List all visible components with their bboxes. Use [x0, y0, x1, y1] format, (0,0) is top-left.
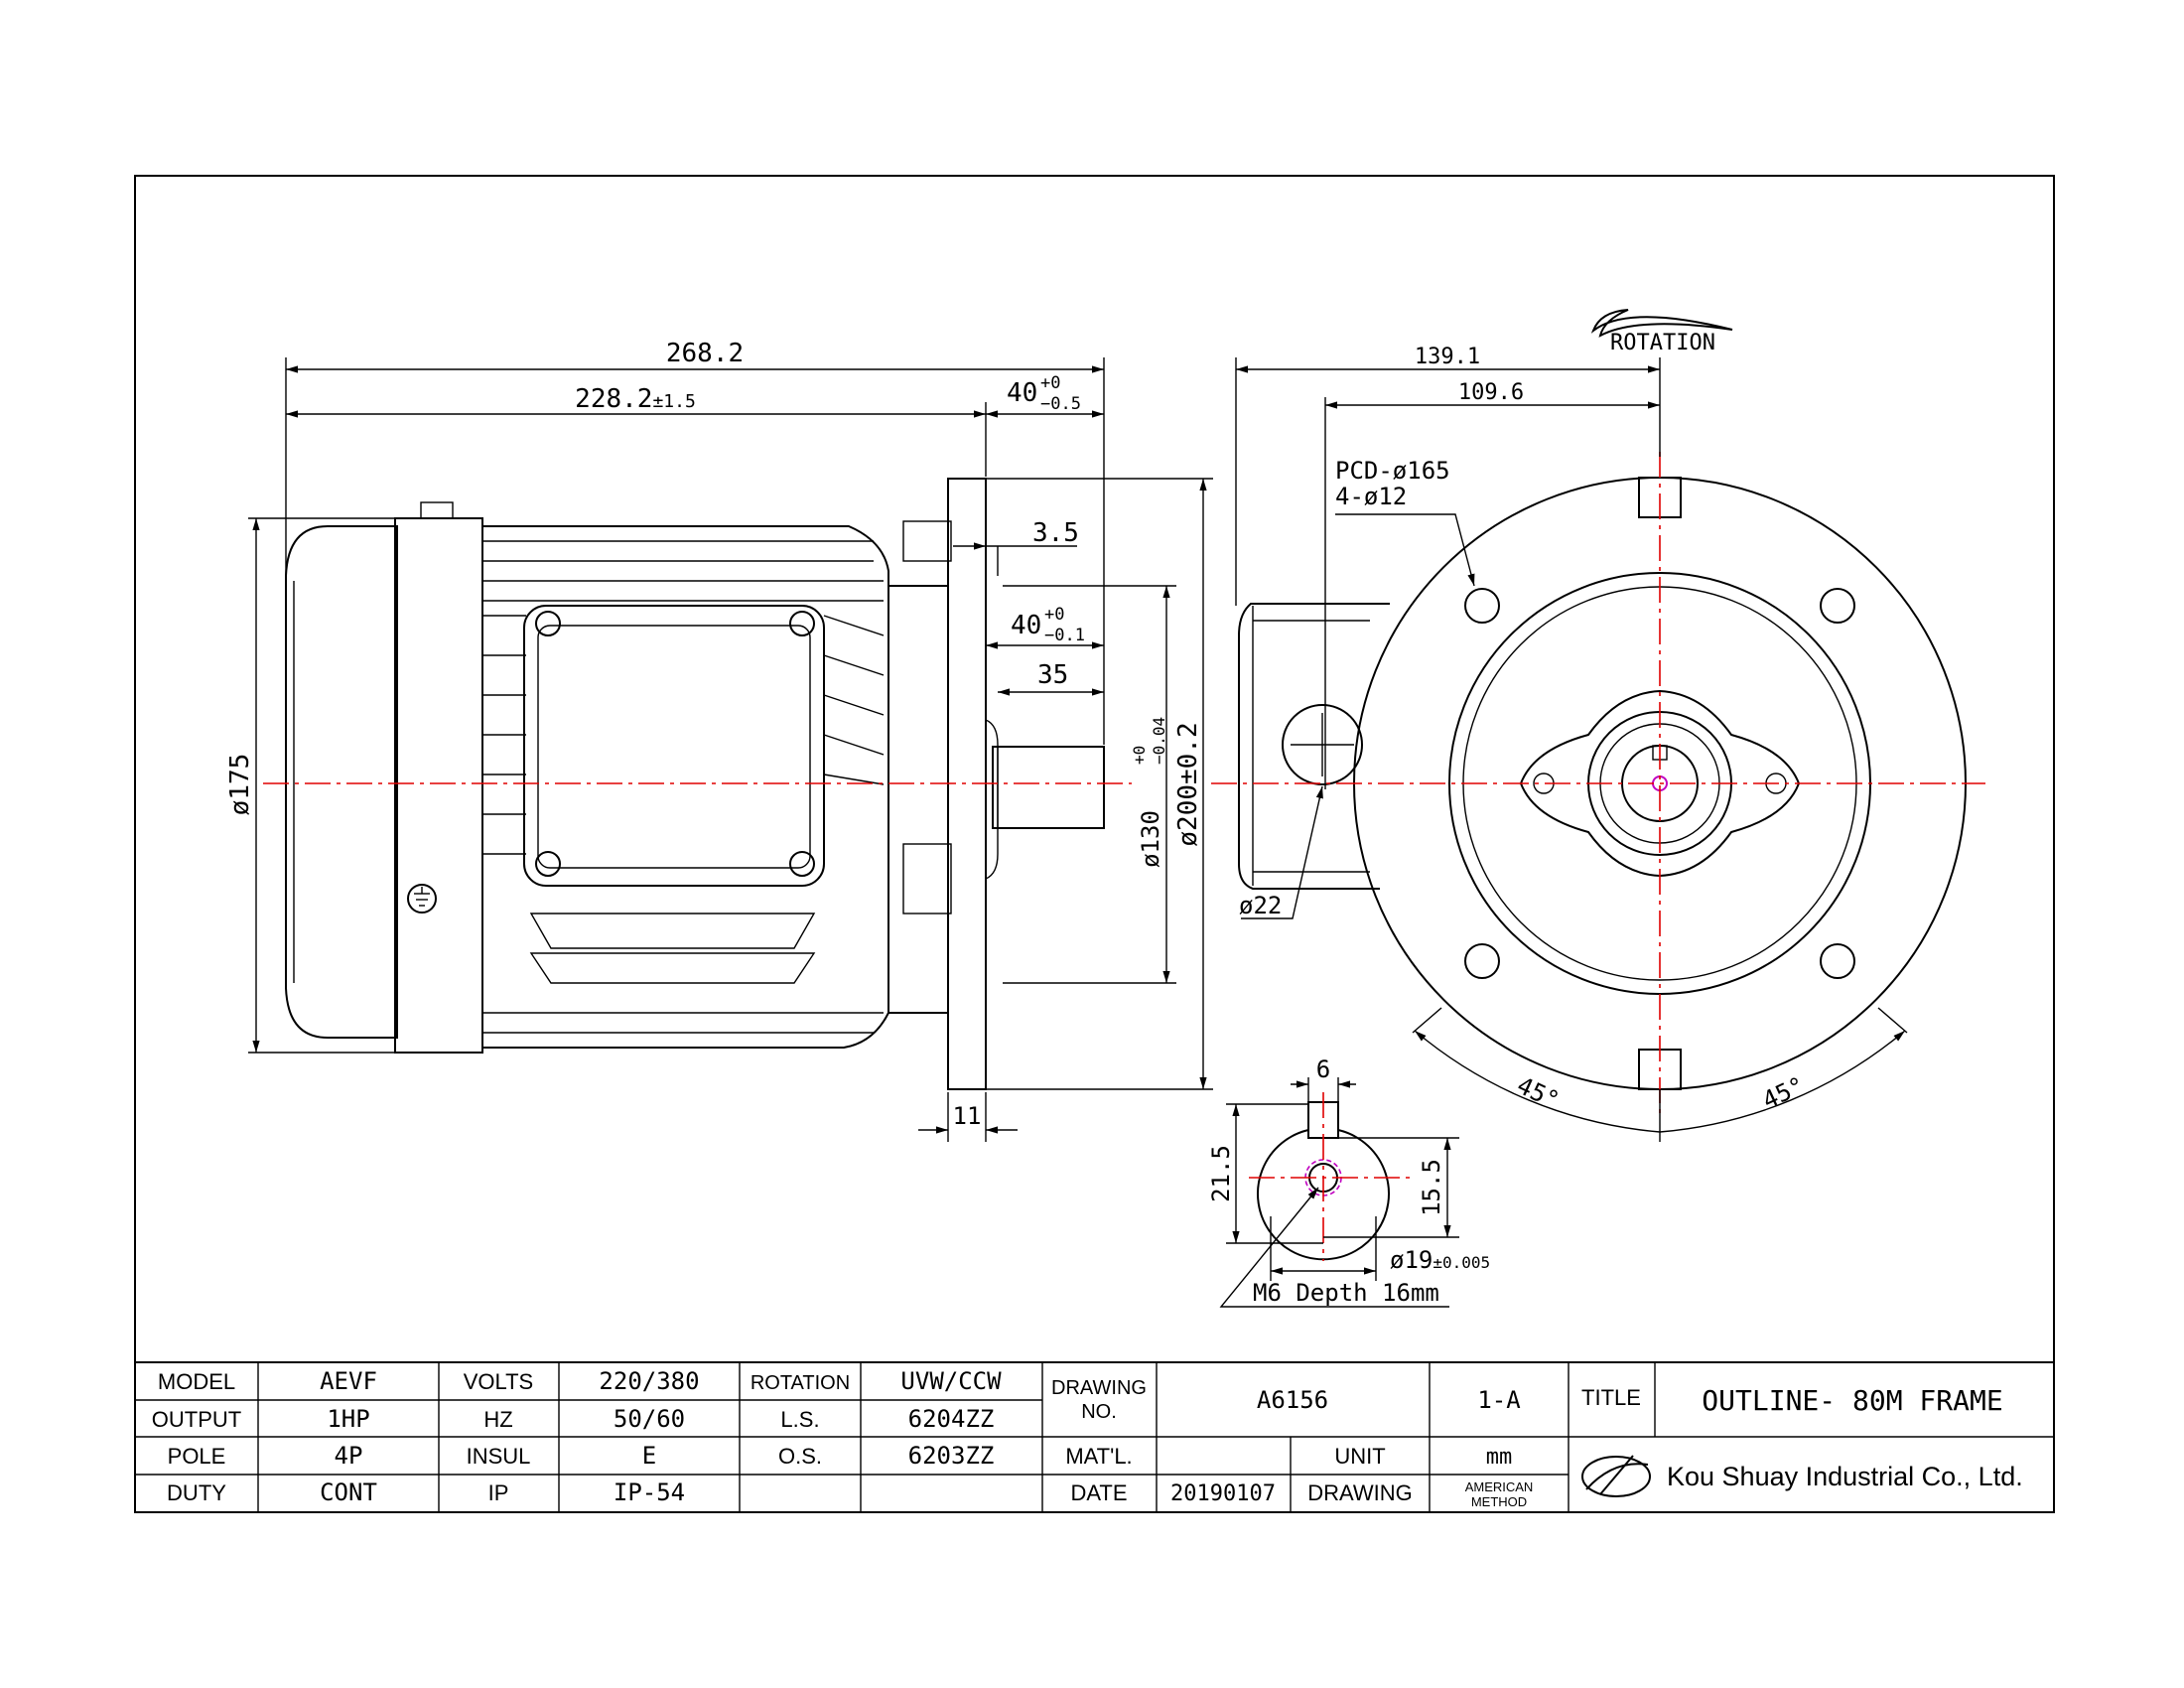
company-logo-icon: [1581, 1455, 1651, 1497]
drawing-label: DRAWING: [1307, 1480, 1413, 1505]
output-label: OUTPUT: [152, 1407, 241, 1432]
duty-value: CONT: [320, 1478, 377, 1506]
side-view-dimensions: 268.2 228.2±1.5 40 +0 −0.5 3.5 40 +0 −0.…: [225, 339, 1213, 1142]
dim-key-len: 35: [1037, 660, 1068, 690]
rotation-label: ROTATION: [1610, 331, 1715, 355]
shaft-end-view: 6 21.5 15.5 ø19±0.005 M6 Depth 16mm: [1207, 1055, 1490, 1308]
rotation-arrow-icon: [1590, 309, 1733, 338]
title-block: MODEL OUTPUT POLE DUTY AEVF 1HP 4P CONT …: [135, 1361, 2054, 1512]
insul-label: INSUL: [467, 1444, 531, 1469]
dim-shaft-ext-tol-lower: −0.5: [1040, 394, 1081, 414]
rotation-label-cell: ROTATION: [751, 1372, 850, 1394]
rotation-value: UVW/CCW: [900, 1367, 1002, 1395]
output-shaft: [992, 746, 1105, 829]
date-value: 20190107: [1170, 1481, 1276, 1506]
dim-overall-length: 268.2: [666, 339, 744, 368]
front-view-dimensions: ROTATION 139.1 109.6 PCD-ø165 4-ø12 ø22 …: [1235, 309, 1908, 1142]
ground-icon: [407, 884, 437, 914]
dim-shaft-len: 40: [1011, 611, 1041, 640]
dim-shaft-height: 21.5: [1207, 1145, 1235, 1202]
dim-spigot-dia: ø130: [1137, 810, 1164, 868]
matl-label: MAT'L.: [1065, 1444, 1132, 1469]
drawing-no-value: A6156: [1257, 1386, 1328, 1414]
cable-gland: [1282, 704, 1363, 785]
drawing-no-label: DRAWING: [1051, 1377, 1147, 1399]
pole-value: 4P: [335, 1442, 363, 1470]
fan-cover: [285, 525, 398, 1039]
dim-spigot-depth: 11: [953, 1102, 982, 1130]
drawing-no-label-2: NO.: [1081, 1401, 1117, 1423]
ls-value: 6204ZZ: [908, 1405, 995, 1433]
mounting-hole: [1820, 588, 1855, 624]
dim-holes: 4-ø12: [1335, 483, 1407, 510]
hz-label: HZ: [483, 1407, 512, 1432]
os-value: 6203ZZ: [908, 1442, 995, 1470]
revision-value: 1-A: [1477, 1386, 1521, 1414]
pole-label: POLE: [168, 1444, 226, 1469]
dim-width-total: 139.1: [1415, 345, 1480, 369]
rear-end-bell: [394, 517, 483, 1054]
ip-label: IP: [488, 1480, 509, 1505]
unit-value: mm: [1486, 1445, 1513, 1470]
bearing-boss: [1519, 689, 1801, 878]
ls-label: L.S.: [780, 1407, 819, 1432]
mounting-hole: [1464, 588, 1500, 624]
output-value: 1HP: [327, 1405, 369, 1433]
dim-frame-dia: ø175: [225, 754, 255, 816]
hz-value: 50/60: [614, 1405, 685, 1433]
dim-key-width: 6: [1316, 1055, 1330, 1083]
dim-shaft-dia: ø19±0.005: [1390, 1246, 1490, 1274]
company-name: Kou Shuay Industrial Co., Ltd.: [1667, 1462, 2023, 1491]
dim-angle-left: 45°: [1513, 1071, 1564, 1115]
dim-shaft-ext: 40: [1007, 378, 1037, 408]
model-value: AEVF: [320, 1367, 377, 1395]
drawing-title: OUTLINE- 80M FRAME: [1702, 1384, 2002, 1417]
model-label: MODEL: [158, 1369, 235, 1394]
ip-value: IP-54: [614, 1478, 685, 1506]
drawing-border: [134, 175, 2055, 1513]
dim-width-box: 109.6: [1458, 380, 1524, 405]
unit-label: UNIT: [1334, 1444, 1385, 1469]
dim-shaft-ext-tol-upper: +0: [1040, 373, 1060, 393]
volts-label: VOLTS: [464, 1369, 534, 1394]
terminal-box: [523, 605, 825, 887]
date-label: DATE: [1070, 1480, 1127, 1505]
dim-body-length: 228.2±1.5: [575, 384, 696, 414]
dim-shaft-len-tol-upper: +0: [1044, 605, 1064, 625]
duty-label: DUTY: [167, 1480, 226, 1505]
dim-flange-thk: 3.5: [1032, 518, 1079, 548]
dim-spigot-tol-lower: −0.04: [1150, 717, 1168, 765]
dim-shaft-len-tol-lower: −0.1: [1044, 626, 1085, 645]
motor-body-fins: [482, 525, 889, 1049]
dim-gland: ø22: [1239, 892, 1282, 919]
dim-angle-right: 45°: [1758, 1071, 1809, 1115]
dim-tap: M6 Depth 16mm: [1253, 1279, 1439, 1307]
title-label: TITLE: [1581, 1385, 1641, 1410]
dim-spigot-tol-upper: +0: [1130, 746, 1149, 765]
terminal-box-side: [1238, 603, 1390, 890]
spigot: [887, 585, 949, 1014]
method-label-2: METHOD: [1471, 1494, 1527, 1509]
insul-value: E: [642, 1442, 656, 1470]
front-view: [1211, 452, 1985, 1117]
dim-shaft-hole: 15.5: [1418, 1159, 1445, 1216]
dim-flange-dia: ø200±0.2: [1173, 722, 1203, 846]
os-label: O.S.: [778, 1444, 822, 1469]
method-label-1: AMERICAN: [1465, 1479, 1534, 1494]
dim-pcd: PCD-ø165: [1335, 457, 1450, 485]
side-view: [263, 478, 1132, 1090]
mounting-hole: [1464, 943, 1500, 979]
volts-value: 220/380: [599, 1367, 699, 1395]
mounting-hole: [1820, 943, 1855, 979]
